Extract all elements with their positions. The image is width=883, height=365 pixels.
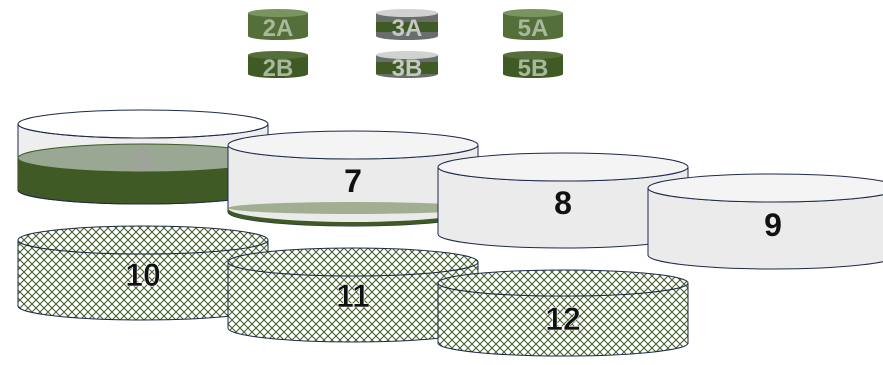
dish-11: 11 xyxy=(227,247,479,343)
dish-6: 6 xyxy=(17,109,269,205)
dish-12-label: 12 xyxy=(545,301,581,337)
cylinder-2b: 2B xyxy=(248,51,308,82)
cylinder-3a-label: 3A xyxy=(392,15,423,42)
dish-9: 9 xyxy=(647,173,883,270)
dish-7-label: 7 xyxy=(344,163,362,199)
cylinder-5b: 5B xyxy=(503,51,563,82)
cylinder-2b-label: 2B xyxy=(263,55,294,82)
cylinder-3a: 3A xyxy=(376,9,438,42)
cylinder-5b-label: 5B xyxy=(518,55,549,82)
dish-10: 10 xyxy=(17,225,269,321)
dish-8: 8 xyxy=(437,152,689,249)
cylinder-3b-label: 3B xyxy=(392,55,423,82)
cylinder-5a: 5A xyxy=(503,9,563,42)
cylinder-3b: 3B xyxy=(376,51,438,82)
dish-12: 12 xyxy=(437,269,689,357)
dish-7: 7 xyxy=(227,130,479,227)
dish-10-label: 10 xyxy=(125,257,161,293)
dish-9-label: 9 xyxy=(764,207,782,243)
dish-11-label: 11 xyxy=(336,278,370,314)
cylinder-5a-label: 5A xyxy=(518,15,549,42)
cylinder-2a: 2A xyxy=(248,9,308,42)
dish-6-label: 6 xyxy=(135,142,152,175)
cylinder-2a-label: 2A xyxy=(263,15,294,42)
dish-8-label: 8 xyxy=(554,185,572,221)
